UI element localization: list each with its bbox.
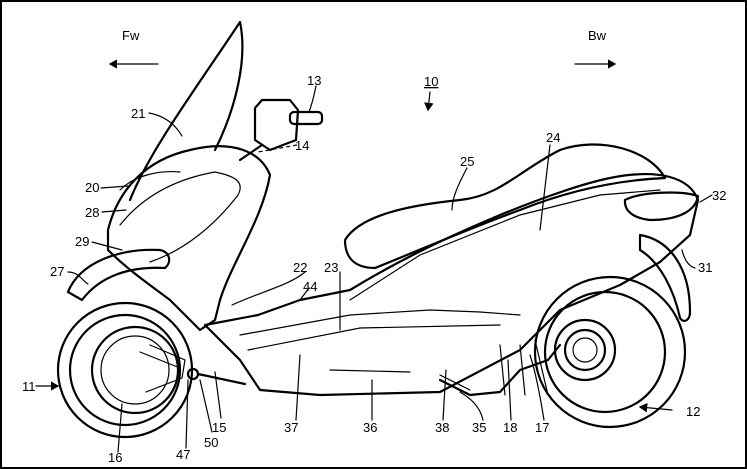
windscreen: [128, 20, 244, 202]
label-21: 21: [131, 106, 145, 121]
handlebar: [238, 98, 324, 162]
label-37: 37: [284, 420, 298, 435]
label-11: 11: [22, 379, 36, 394]
rear-fender: [638, 233, 692, 322]
seat: [343, 143, 667, 270]
rear-wheel: [533, 275, 687, 429]
label-15: 15: [212, 420, 226, 435]
tail-light: [623, 191, 700, 222]
leader-lines: [35, 85, 713, 453]
label-20: 20: [85, 180, 99, 195]
label-23: 23: [324, 260, 338, 275]
label-35: 35: [472, 420, 486, 435]
label-47: 47: [176, 447, 190, 462]
label-38: 38: [435, 420, 449, 435]
body-main: [203, 173, 700, 397]
label-12: 12: [686, 404, 700, 419]
front-fender: [66, 248, 171, 302]
backward-label: Bw: [588, 28, 607, 43]
swing-arm: [438, 343, 562, 397]
reference-numeral-10: 10: [424, 74, 438, 89]
label-44: 44: [303, 279, 317, 294]
label-31: 31: [698, 260, 712, 275]
label-32: 32: [712, 188, 726, 203]
label-29: 29: [75, 234, 89, 249]
label-25: 25: [460, 154, 474, 169]
label-13: 13: [307, 73, 321, 88]
label-28: 28: [85, 205, 99, 220]
label-27: 27: [50, 264, 64, 279]
forward-label: Fw: [122, 28, 140, 43]
label-14: 14: [295, 138, 309, 153]
front-cowl: [106, 145, 272, 332]
label-24: 24: [546, 130, 560, 145]
label-50: 50: [204, 435, 218, 450]
label-17: 17: [535, 420, 549, 435]
label-22: 22: [293, 260, 307, 275]
front-wheel: [56, 301, 247, 439]
label-16: 16: [108, 450, 122, 465]
label-18: 18: [503, 420, 517, 435]
label-36: 36: [363, 420, 377, 435]
